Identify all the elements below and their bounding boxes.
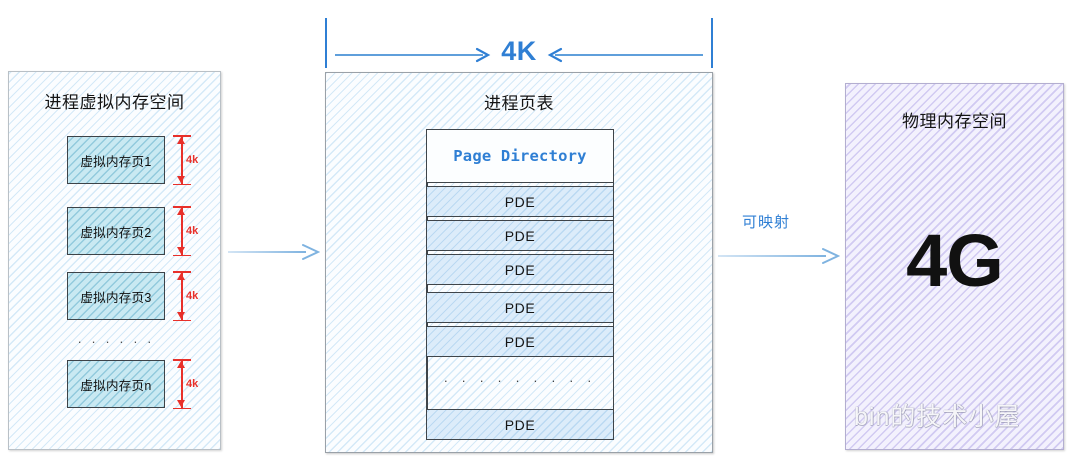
pde-entry-3-label: PDE <box>504 261 536 278</box>
virtual-page-1-label: 虚拟内存页1 <box>80 154 152 169</box>
virtual-memory-panel: 进程虚拟内存空间 虚拟内存页1 4k 虚拟内存页2 4k 虚拟内存页3 4k <box>8 71 221 450</box>
pde-entry-1: PDE <box>426 186 614 217</box>
arrow-vm-to-page-table <box>228 242 320 262</box>
page-2-size-label: 4k <box>186 225 199 237</box>
virtual-page-n: 虚拟内存页n <box>67 360 165 408</box>
page-directory-box: Page Directory <box>426 129 614 183</box>
pde-entry-1-label: PDE <box>504 193 536 210</box>
wechat-icon <box>807 400 845 430</box>
pde-entry-last: PDE <box>426 409 614 440</box>
pde-entry-5-label: PDE <box>504 333 536 350</box>
pde-entries-ellipsis: · · · · · · · · · <box>443 373 597 388</box>
physical-memory-title: 物理内存空间 <box>902 112 1007 131</box>
watermark: bin的技术小屋 <box>806 395 1076 435</box>
page-1-size-label: 4k <box>186 154 199 166</box>
arrow-right-icon <box>822 248 840 264</box>
dimension-line-left <box>335 54 483 56</box>
pde-entry-5: PDE <box>426 326 614 357</box>
page-size-dimension-4k: 4K <box>325 18 713 72</box>
physical-memory-panel: 物理内存空间 4G bin的技术小屋 <box>807 83 1064 450</box>
virtual-page-1: 虚拟内存页1 <box>67 136 165 184</box>
arrow-left-icon <box>547 47 563 63</box>
virtual-page-3-label: 虚拟内存页3 <box>80 290 152 305</box>
pde-entry-last-label: PDE <box>504 416 536 433</box>
dimension-label-4k: 4K <box>501 36 537 66</box>
virtual-pages-ellipsis: · · · · · · <box>77 334 155 349</box>
virtual-memory-title: 进程虚拟内存空间 <box>44 93 185 112</box>
pde-entry-2: PDE <box>426 220 614 251</box>
arrow-right-icon <box>302 244 320 260</box>
page-table-panel: 进程页表 Page Directory PDE PDE PDE PDE PDE … <box>325 72 713 453</box>
virtual-page-2-label: 虚拟内存页2 <box>80 225 152 240</box>
pde-entry-3: PDE <box>426 254 614 285</box>
page-1-size-dimension: 4k <box>167 135 201 185</box>
page-3-size-dimension: 4k <box>167 271 201 321</box>
page-table-title: 进程页表 <box>484 94 554 113</box>
pde-entry-2-label: PDE <box>504 227 536 244</box>
page-n-size-dimension: 4k <box>167 359 201 409</box>
page-3-size-label: 4k <box>186 290 199 302</box>
page-directory-label: Page Directory <box>453 147 587 165</box>
page-2-size-dimension: 4k <box>167 206 201 256</box>
physical-memory-capacity: 4G <box>906 219 1004 302</box>
pde-entry-4-label: PDE <box>504 299 536 316</box>
extension-line-right <box>711 18 713 68</box>
virtual-page-n-label: 虚拟内存页n <box>80 378 152 393</box>
arrow-right-icon <box>475 47 491 63</box>
virtual-page-2: 虚拟内存页2 <box>67 207 165 255</box>
extension-line-left <box>325 18 327 68</box>
virtual-page-3: 虚拟内存页3 <box>67 272 165 320</box>
dimension-line-right <box>555 54 703 56</box>
pde-entry-4: PDE <box>426 292 614 323</box>
watermark-text: bin的技术小屋 <box>854 403 1021 431</box>
mappable-label: 可映射 <box>742 214 791 231</box>
page-n-size-label: 4k <box>186 378 199 390</box>
arrow-page-table-to-physical-memory <box>718 246 840 266</box>
